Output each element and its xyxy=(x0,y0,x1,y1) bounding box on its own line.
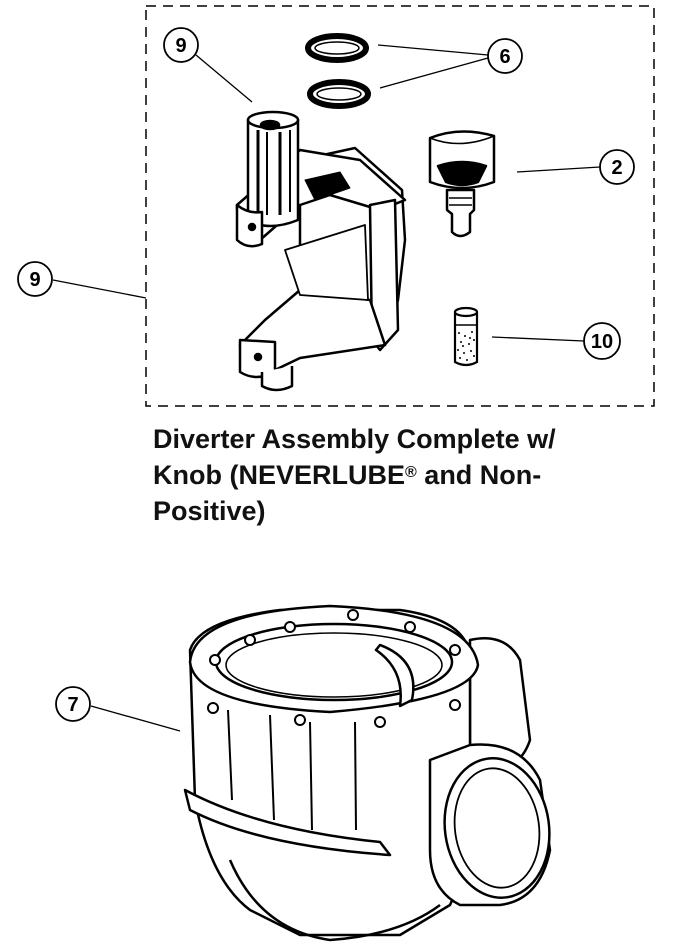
valve-body xyxy=(183,604,552,942)
diverter-stem xyxy=(235,110,407,392)
callout-9-assembly: 9 xyxy=(29,269,40,291)
spring-pin xyxy=(453,306,479,367)
callout-10-spring-pin: 10 xyxy=(591,331,613,353)
caption-line-2-suffix: and Non- xyxy=(416,460,542,490)
caption-line-2: Knob (NEVERLUBE® and Non- xyxy=(153,457,653,493)
assembly-boundary xyxy=(145,5,655,407)
callout-6-orings: 6 xyxy=(499,46,510,68)
callout-2-knob: 2 xyxy=(611,157,622,179)
callout-9-stem: 9 xyxy=(175,35,186,57)
leader-lines xyxy=(52,44,601,732)
o-rings xyxy=(305,33,371,109)
caption-line-3: Positive) xyxy=(153,496,266,526)
knob xyxy=(428,130,496,238)
caption-line-2-prefix: Knob (NEVERLUBE xyxy=(153,460,405,490)
callout-bubbles xyxy=(17,27,635,722)
caption-line-1: Diverter Assembly Complete w/ xyxy=(153,424,556,454)
callout-7-valve-body: 7 xyxy=(67,694,78,716)
registered-mark: ® xyxy=(405,464,417,481)
assembly-caption: Diverter Assembly Complete w/ Knob (NEVE… xyxy=(153,421,653,529)
